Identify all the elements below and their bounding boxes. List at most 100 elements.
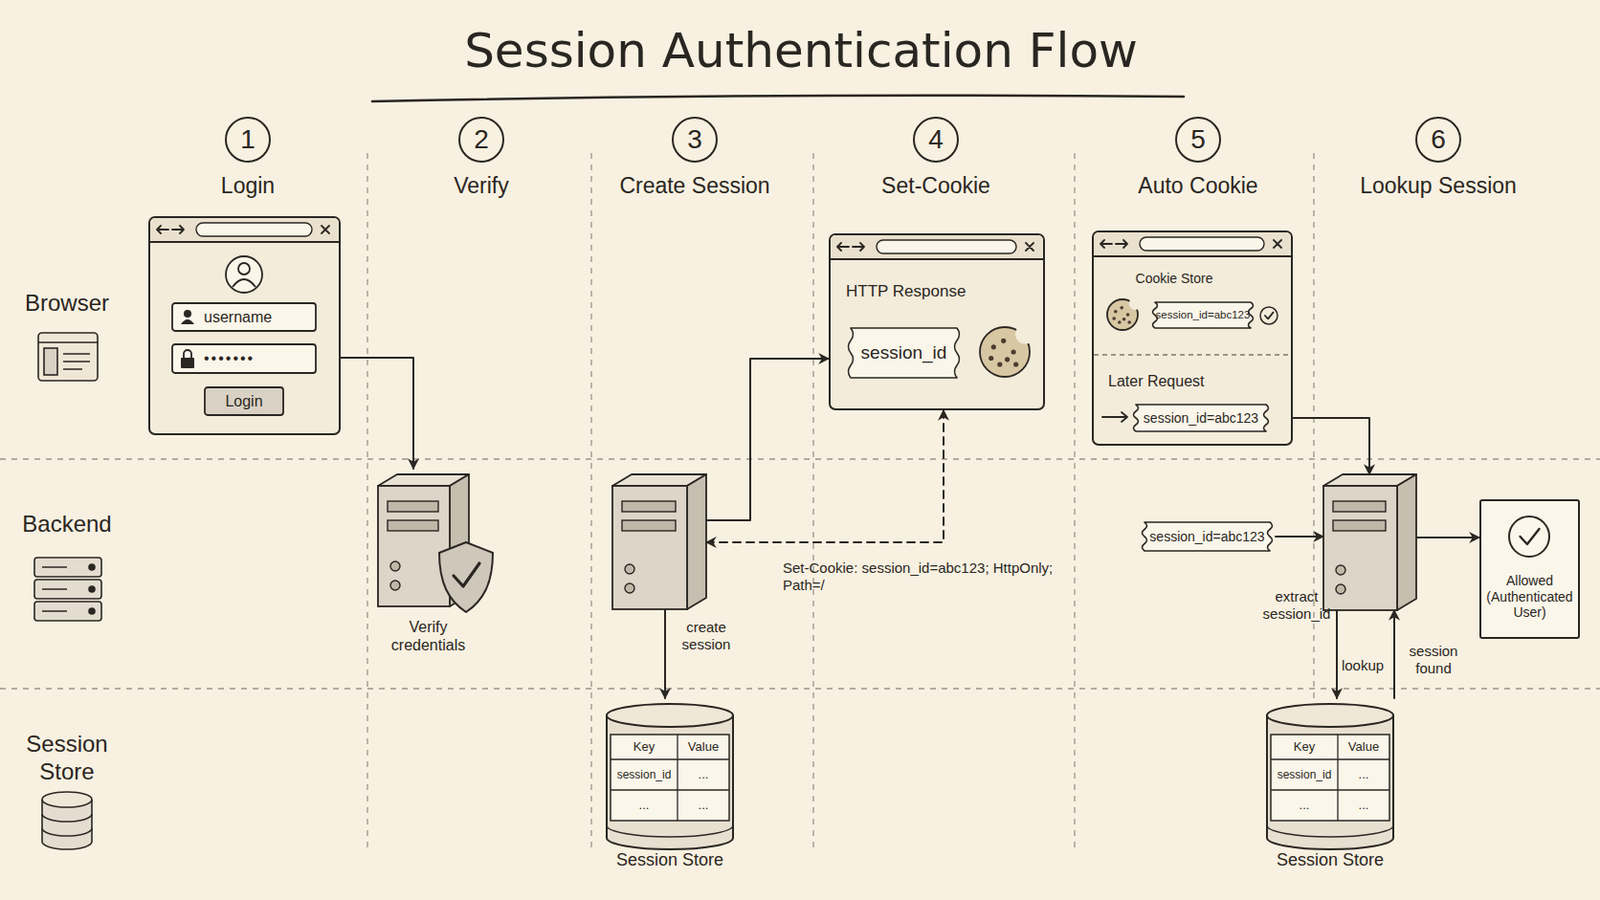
title-bar-line bbox=[1092, 255, 1292, 258]
title-underline bbox=[372, 95, 1184, 102]
user-icon-body bbox=[180, 319, 195, 325]
browser-icon bbox=[38, 333, 98, 381]
browser-window: HTTP Response session_id bbox=[828, 233, 1045, 411]
cookie-chip bbox=[1126, 312, 1131, 317]
browser-icon-lines bbox=[63, 354, 90, 370]
window-heading: Cookie Store bbox=[1126, 266, 1223, 290]
arrow-connector bbox=[706, 358, 829, 521]
table-cell: ... bbox=[677, 759, 730, 791]
rack-led bbox=[88, 564, 95, 571]
callout-number: 2 bbox=[462, 123, 501, 156]
column-divider bbox=[590, 153, 592, 852]
send-arrow bbox=[1102, 412, 1128, 423]
session-store: KeyValuesession_id.........Session Store bbox=[1261, 698, 1400, 871]
cookie-bite bbox=[1015, 324, 1036, 345]
address-bar bbox=[196, 222, 312, 237]
server-front bbox=[1323, 486, 1398, 611]
field-text: ••••••• bbox=[203, 343, 312, 375]
server: Verify credentials bbox=[363, 468, 493, 661]
column-header: Lookup Session bbox=[1323, 173, 1554, 200]
step-circle bbox=[1176, 117, 1221, 162]
field-outline bbox=[172, 303, 316, 332]
check-mark bbox=[1265, 312, 1274, 320]
result-box: Allowed (Authenticated User) bbox=[1479, 499, 1580, 640]
step-circles bbox=[225, 117, 1461, 162]
cylinder-top bbox=[1266, 704, 1394, 728]
session-store: KeyValuesession_id......... Session Store bbox=[600, 698, 739, 871]
title-bar bbox=[1093, 232, 1291, 257]
cookie-chip bbox=[1013, 361, 1019, 367]
column-divider bbox=[366, 153, 368, 852]
rack-led bbox=[88, 586, 95, 593]
table-cell: ... bbox=[677, 790, 730, 822]
edge-label: lookup bbox=[1333, 657, 1392, 675]
server-slot bbox=[387, 501, 439, 512]
store-caption: Session Store bbox=[600, 849, 739, 873]
button-outline bbox=[204, 387, 284, 416]
column-header: Login bbox=[152, 173, 344, 200]
cookie-chip bbox=[1113, 310, 1118, 314]
arrow-connector bbox=[1416, 536, 1480, 539]
node-text: Allowed (Authenticated User) bbox=[1481, 560, 1578, 634]
window-heading: HTTP Response bbox=[845, 277, 1038, 307]
cookie-pill: session_id=abc123 bbox=[1149, 301, 1257, 330]
step-circle bbox=[459, 117, 504, 162]
node-caption: Verify credentials bbox=[371, 614, 486, 659]
avatar-head bbox=[238, 263, 250, 275]
box-outline bbox=[1480, 500, 1579, 639]
window-frame bbox=[1092, 231, 1292, 445]
address-bar bbox=[876, 240, 1017, 254]
server-side bbox=[1397, 474, 1417, 611]
table-cell: ... bbox=[610, 790, 678, 822]
cookie-pill: session_id=abc123 bbox=[1130, 403, 1272, 433]
address-bar bbox=[1139, 237, 1265, 251]
table-cell: Value bbox=[677, 734, 730, 760]
token-text: session_id=abc123 bbox=[1130, 403, 1272, 433]
cylinder-band bbox=[606, 825, 734, 838]
column-header: Create Session bbox=[594, 173, 796, 200]
cookie-chip bbox=[1111, 316, 1116, 321]
step-circle bbox=[225, 117, 270, 162]
table-cell: Value bbox=[1337, 734, 1390, 760]
arrow-connector bbox=[664, 609, 667, 699]
server-button bbox=[624, 583, 635, 594]
cookie-chip bbox=[991, 344, 997, 350]
session-store-outline bbox=[1261, 698, 1400, 871]
table-cell: session_id bbox=[610, 759, 678, 791]
nav-arrows bbox=[837, 243, 865, 251]
row-divider bbox=[0, 458, 1600, 460]
callout-number: 3 bbox=[675, 123, 714, 156]
cookie-chip bbox=[1119, 306, 1124, 311]
rack-lines bbox=[42, 567, 67, 612]
token-text: session_id=abc123 bbox=[1149, 301, 1257, 330]
table-cell: Key bbox=[610, 734, 678, 760]
window-frame bbox=[829, 234, 1045, 410]
table-grid bbox=[1270, 734, 1390, 822]
callout-number: 4 bbox=[916, 123, 956, 156]
column-divider bbox=[812, 153, 814, 852]
table-cell: Key bbox=[1270, 734, 1338, 760]
check-mark bbox=[1520, 529, 1540, 545]
server bbox=[1323, 474, 1417, 611]
token-text: session_id=abc123 bbox=[1138, 521, 1276, 553]
store-icon-top bbox=[42, 792, 92, 808]
arrow-connector bbox=[1393, 610, 1396, 699]
callout-number: 6 bbox=[1419, 123, 1458, 156]
column-header: Auto Cookie bbox=[1092, 173, 1304, 200]
check-circle bbox=[1509, 516, 1550, 557]
server-slot bbox=[1333, 520, 1386, 532]
server-front bbox=[377, 486, 450, 607]
server-outline bbox=[1323, 474, 1417, 611]
table-frame bbox=[1270, 734, 1390, 822]
cookie-chip bbox=[1127, 320, 1132, 325]
title: Session Authentication Flow bbox=[274, 22, 1328, 80]
button-text: Login bbox=[203, 386, 285, 417]
table-cell: session_id bbox=[1270, 759, 1338, 791]
separator bbox=[1093, 354, 1291, 356]
token-text: session_id bbox=[844, 327, 963, 379]
window-frame bbox=[149, 217, 340, 435]
cylinder-body bbox=[1266, 715, 1394, 850]
cookie-chip bbox=[988, 355, 994, 361]
